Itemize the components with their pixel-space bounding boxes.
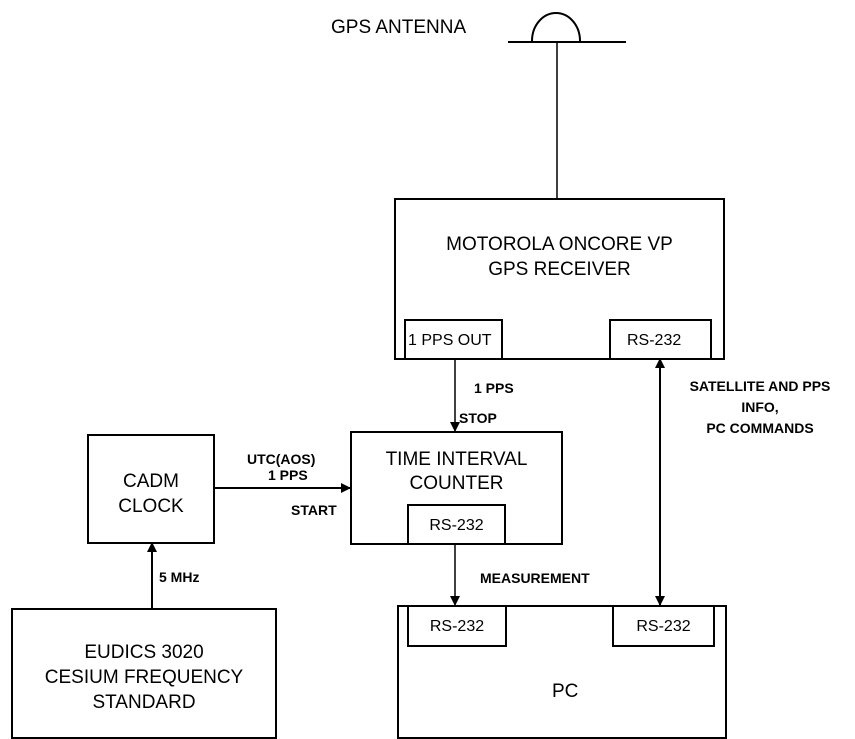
cadm-label-line1: CADM xyxy=(123,471,179,492)
gps-antenna-label: GPS ANTENNA xyxy=(331,17,467,38)
tic-rs232-port xyxy=(407,504,506,545)
measurement-label: MEASUREMENT xyxy=(480,570,590,586)
utc-pps-label: 1 PPS xyxy=(268,467,308,483)
tic-label-line2: COUNTER xyxy=(409,473,504,494)
receiver-label-line2: GPS RECEIVER xyxy=(488,259,631,280)
pc-rs232-port-right-label: RS-232 xyxy=(636,618,691,635)
pc-rs232-port-right xyxy=(612,605,715,647)
cadm-label-line2: CLOCK xyxy=(118,496,184,517)
tic-label-line1: TIME INTERVAL xyxy=(385,449,528,470)
eudics-label-line3: STANDARD xyxy=(92,692,196,713)
mhz-label: 5 MHz xyxy=(159,569,200,585)
receiver-label-line1: MOTOROLA ONCORE VP xyxy=(446,234,673,255)
receiver-pps-port xyxy=(404,319,503,360)
tic-rs232-port-label: RS-232 xyxy=(429,517,484,534)
pps-label: 1 PPS xyxy=(474,380,514,396)
satellite-label-line2: INFO, xyxy=(741,399,779,415)
satellite-label-line3: PC COMMANDS xyxy=(706,420,814,436)
eudics-label-line2: CESIUM FREQUENCY xyxy=(44,667,244,688)
cadm-clock-box xyxy=(87,434,215,544)
cesium-standard-box xyxy=(11,608,277,739)
eudics-label-line1: EUDICS 3020 xyxy=(84,642,204,663)
utc-label: UTC(AOS) xyxy=(247,451,316,467)
antenna-dome xyxy=(531,12,581,42)
receiver-rs232-port-label: RS-232 xyxy=(627,332,682,349)
receiver-rs232-port xyxy=(609,319,712,360)
pc-rs232-port-left-label: RS-232 xyxy=(429,618,485,635)
satellite-label-line1: SATELLITE AND PPS xyxy=(689,378,831,394)
pc-label: PC xyxy=(552,681,579,702)
receiver-pps-port-label: 1 PPS OUT xyxy=(408,332,492,349)
stop-label: STOP xyxy=(459,410,497,426)
start-label: START xyxy=(291,502,337,518)
pc-rs232-port-left xyxy=(407,605,507,647)
